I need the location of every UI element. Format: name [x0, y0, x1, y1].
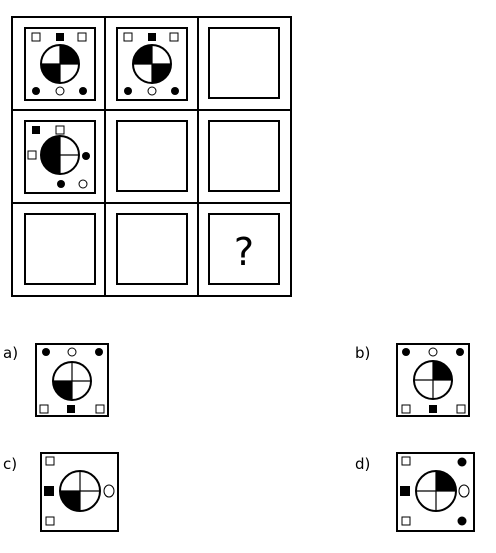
quadrant-fill [53, 381, 72, 400]
dot-light [67, 347, 77, 357]
dot-dark [95, 348, 103, 356]
dot-light [428, 347, 438, 357]
cell-r3c1-empty [24, 213, 96, 285]
square-light [401, 456, 411, 466]
square-light [456, 404, 466, 414]
cell-r2c2-empty [116, 120, 188, 192]
quadrant-fill [152, 64, 171, 83]
square-light [39, 404, 49, 414]
question-mark: ? [234, 230, 254, 274]
quadrant-fill [41, 64, 60, 83]
quadrant-fill [133, 45, 152, 64]
dot-dark [82, 152, 90, 160]
dot-light [55, 86, 65, 96]
cell-r2c3-empty [208, 120, 280, 192]
option-c-figure[interactable] [40, 452, 119, 532]
square-light [77, 32, 87, 42]
quadrant-fill [60, 45, 79, 64]
quadrant-fill [41, 136, 60, 155]
square-light [95, 404, 105, 414]
square-light [123, 32, 133, 42]
dot-dark [79, 87, 87, 95]
cell-r1c1 [24, 27, 96, 101]
dot-light [103, 484, 115, 498]
cell-r1c3-empty [208, 27, 280, 99]
option-d-figure[interactable] [396, 452, 475, 532]
square-light [401, 404, 411, 414]
quadrant-fill [436, 471, 456, 491]
option-b-label: b) [355, 344, 371, 362]
cell-r2c1 [24, 120, 96, 194]
square-light [31, 32, 41, 42]
option-d-label: d) [355, 455, 371, 473]
square-dark [67, 405, 75, 413]
quadrant-fill [41, 155, 60, 174]
square-light [55, 125, 65, 135]
square-light [45, 516, 55, 526]
square-light [45, 456, 55, 466]
square-dark [400, 486, 410, 496]
option-a-figure[interactable] [35, 343, 109, 417]
square-dark [429, 405, 437, 413]
dot-dark [457, 516, 467, 526]
dot-dark [456, 348, 464, 356]
quadrant-fill [433, 361, 452, 380]
option-a-label: a) [3, 344, 19, 362]
dot-dark [57, 180, 65, 188]
dot-light [458, 484, 470, 498]
square-dark [56, 33, 64, 41]
square-light [169, 32, 179, 42]
option-b-figure[interactable] [396, 343, 470, 417]
cell-r1c2 [116, 27, 188, 101]
dot-light [147, 86, 157, 96]
dot-dark [171, 87, 179, 95]
option-c-label: c) [3, 455, 18, 473]
cell-r3c2-empty [116, 213, 188, 285]
dot-dark [42, 348, 50, 356]
dot-dark [124, 87, 132, 95]
square-dark [44, 486, 54, 496]
dot-light [78, 179, 88, 189]
square-dark [32, 126, 40, 134]
dot-dark [457, 457, 467, 467]
cell-r3c3-question [208, 213, 280, 285]
dot-dark [32, 87, 40, 95]
square-light [27, 150, 37, 160]
square-light [401, 516, 411, 526]
quadrant-fill [60, 491, 80, 511]
square-dark [148, 33, 156, 41]
dot-dark [402, 348, 410, 356]
